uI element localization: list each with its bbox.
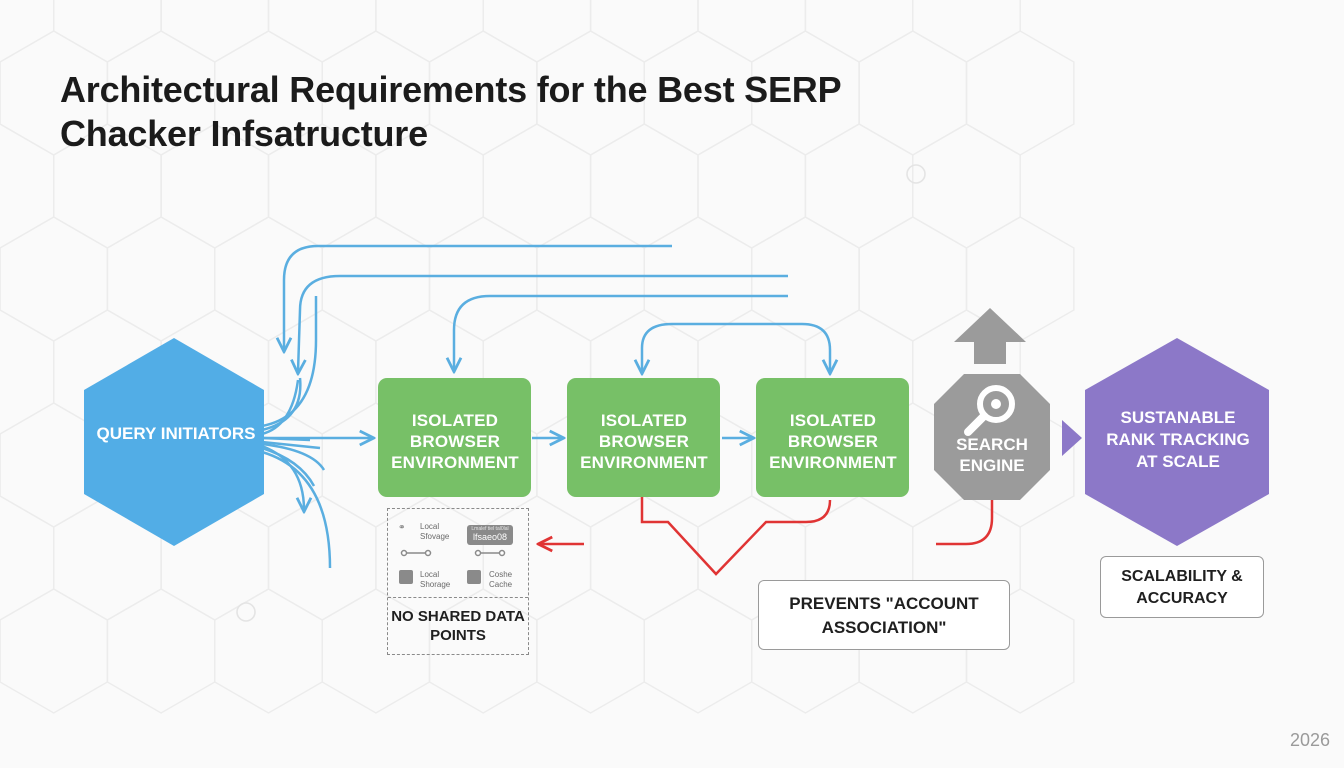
storage-title: NO SHARED DATA POINTS <box>391 608 525 644</box>
storage-item-local-shorage: Local Shorage <box>420 570 451 589</box>
storage-divider <box>388 597 528 598</box>
title-line-2: Chacker Infsatructure <box>60 113 428 154</box>
env-2-label: ISOLATED BROWSER ENVIRONMENT <box>580 411 708 472</box>
storage-connectors <box>400 549 506 557</box>
isolated-env-3 <box>756 378 909 497</box>
background-node-dot <box>236 602 256 622</box>
query-fan-lines <box>261 296 332 569</box>
link-icon: ⚭ <box>398 522 406 532</box>
outcome-label: SUSTANABLE RANK TRACKING AT SCALE <box>1106 408 1250 471</box>
outcome-node <box>1085 338 1269 546</box>
fan-down-2 <box>261 450 332 569</box>
storage-item-local-sfovage: Local Sfovage <box>420 522 450 541</box>
storage-chip-caption: Lmalef tiel tal0lal <box>471 526 509 532</box>
query-initiators-node <box>84 338 264 546</box>
page-title: Architectural Requirements for the Best … <box>60 68 940 156</box>
fan-up-3 <box>261 296 318 428</box>
background-node-dot <box>906 164 926 184</box>
env-3-label: ISOLATED BROWSER ENVIRONMENT <box>769 411 897 472</box>
fan-4 <box>261 446 316 487</box>
title-line-1: Architectural Requirements for the Best … <box>60 69 842 110</box>
return-search <box>936 497 994 546</box>
cache-icon <box>467 570 481 584</box>
fan-3 <box>261 442 326 471</box>
loop-4 <box>642 322 830 372</box>
fan-up-1 <box>261 379 300 436</box>
storage-panel: NO SHARED DATA POINTS <box>387 508 529 655</box>
loop-1 <box>284 244 672 350</box>
return-zigzag <box>640 497 832 576</box>
search-engine-node <box>934 374 1050 500</box>
magnifier-icon <box>964 385 1015 436</box>
storage-item-cache: Coshe Cache <box>489 570 513 589</box>
return-path <box>540 497 994 576</box>
loop-2 <box>298 274 788 372</box>
storage-chip <box>467 525 513 545</box>
connector-arrow-icon <box>1062 420 1082 456</box>
footer-year: 2026 <box>1289 730 1330 750</box>
search-engine-label: SEARCH ENGINE <box>956 435 1028 475</box>
isolated-env-1 <box>378 378 531 497</box>
background-hexagon <box>965 588 1075 714</box>
up-arrow-icon <box>954 308 1026 364</box>
query-initiators-label: QUERY INITIATORS <box>96 424 256 443</box>
scalability-note: SCALABILITY & ACCURACY <box>1100 556 1264 618</box>
isolated-env-2 <box>567 378 720 497</box>
fan-2 <box>261 440 321 450</box>
local-storage-icon <box>399 570 413 584</box>
storage-chip-value: lfsaeo08 <box>472 532 508 542</box>
loop-3 <box>454 294 788 370</box>
prevents-association-note: PREVENTS "ACCOUNT ASSOCIATION" <box>758 580 1010 650</box>
fan-up-2 <box>261 377 302 432</box>
feedback-loops <box>284 244 830 372</box>
env-1-label: ISOLATED BROWSER ENVIRONMENT <box>391 411 519 472</box>
